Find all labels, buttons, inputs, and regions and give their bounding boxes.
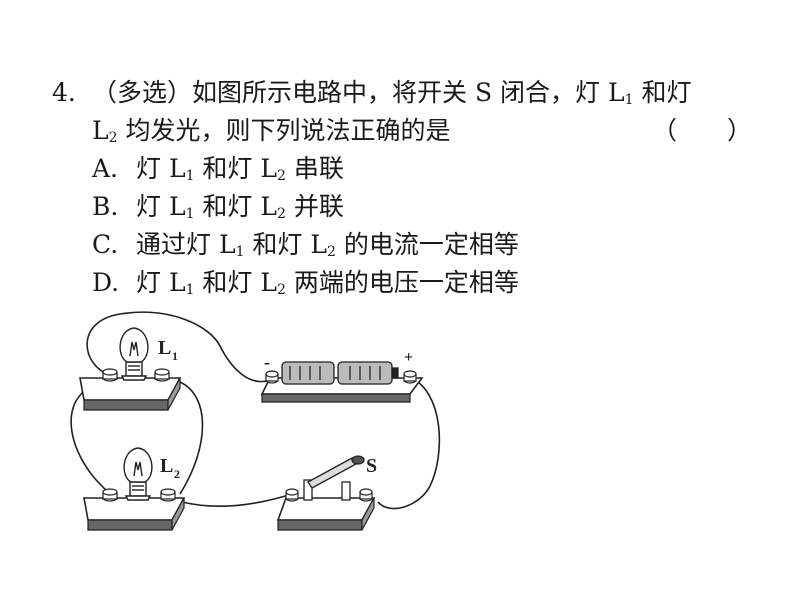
lamp1-label: L xyxy=(158,337,171,359)
terminal-icon xyxy=(265,370,417,384)
option-text-post: 两端的电压一定相等 xyxy=(285,268,519,297)
option-letter: C. xyxy=(92,230,119,259)
answer-parentheses: （ ） xyxy=(652,116,753,145)
question-stem-sub1: 1 xyxy=(624,92,634,108)
lightbulb-icon xyxy=(119,327,149,381)
option-c: C. 通过灯 L1 和灯 L2 的电流一定相等 xyxy=(52,226,752,264)
question-stem-part2: 和灯 xyxy=(633,78,692,107)
option-a: A. 灯 L1 和灯 L2 串联 xyxy=(52,150,752,188)
lamp2-label-sub: 2 xyxy=(174,467,180,481)
option-sub-2: 2 xyxy=(276,282,286,298)
option-sub-1: 1 xyxy=(185,282,195,298)
option-letter: D. xyxy=(92,268,120,297)
wire-lamp1-to-lamp2-right xyxy=(179,381,204,495)
battery-plus-label: + xyxy=(404,349,413,366)
lamp2-label: L xyxy=(160,455,173,477)
option-text-post: 的电流一定相等 xyxy=(335,230,519,259)
option-text-post: 并联 xyxy=(285,192,344,221)
question-block: 4.（多选）如图所示电路中，将开关 S 闭合，灯 L1 和灯 L2 均发光，则下… xyxy=(52,74,752,302)
lamp2-assembly: L 2 xyxy=(83,447,186,531)
terminal-icon xyxy=(285,488,373,502)
battery-icon xyxy=(281,361,399,385)
switch-label: S xyxy=(366,455,377,477)
option-text-pre: 灯 L xyxy=(136,192,186,221)
wire-top-loop xyxy=(86,311,276,383)
option-sub-2: 2 xyxy=(276,206,286,222)
circuit-figure: L 1 L 2 xyxy=(70,311,441,531)
lamp1-assembly: L 1 xyxy=(79,327,182,411)
terminal-icon xyxy=(102,488,176,502)
option-text-mid: 和灯 L xyxy=(194,192,277,221)
terminal-icon xyxy=(102,368,170,382)
battery-assembly: - + xyxy=(260,349,424,403)
question-number: 4. xyxy=(52,78,76,107)
question-line2-pre: L xyxy=(92,116,109,145)
option-letter: A. xyxy=(92,154,119,183)
question-tag: （多选） xyxy=(92,78,193,107)
lightbulb-icon xyxy=(123,447,153,501)
question-line2-post: 均发光，则下列说法正确的是 xyxy=(117,116,451,145)
switch-assembly: S xyxy=(276,455,377,531)
question-line-1: 4. （多选）如图所示电路中，将开关 S 闭合，灯 L1 和灯 xyxy=(52,74,752,112)
option-sub-2: 2 xyxy=(276,168,286,184)
question-line2-sub: 2 xyxy=(108,130,118,146)
option-sub-1: 1 xyxy=(235,244,245,260)
option-text-pre: 通过灯 L xyxy=(136,230,236,259)
option-sub-1: 1 xyxy=(185,206,195,222)
question-line-2: L2 均发光，则下列说法正确的是 （ ） xyxy=(52,112,752,150)
option-text-mid: 和灯 L xyxy=(194,154,277,183)
knife-switch-icon xyxy=(303,455,365,501)
option-text-post: 串联 xyxy=(285,154,344,183)
option-b: B. 灯 L1 和灯 L2 并联 xyxy=(52,188,752,226)
option-text-mid: 和灯 L xyxy=(244,230,327,259)
option-letter: B. xyxy=(92,192,119,221)
question-stem-part1: 如图所示电路中，将开关 S 闭合，灯 L xyxy=(192,78,625,107)
battery-minus-label: - xyxy=(264,352,270,372)
option-text-pre: 灯 L xyxy=(136,268,186,297)
lamp1-label-sub: 1 xyxy=(172,349,178,363)
option-d: D. 灯 L1 和灯 L2 两端的电压一定相等 xyxy=(52,264,752,302)
option-sub-1: 1 xyxy=(185,168,195,184)
wire-battery-right xyxy=(377,375,441,510)
option-sub-2: 2 xyxy=(326,244,336,260)
option-text-mid: 和灯 L xyxy=(194,268,277,297)
option-text-pre: 灯 L xyxy=(136,154,186,183)
wire-lamp2-to-switch xyxy=(181,493,293,507)
